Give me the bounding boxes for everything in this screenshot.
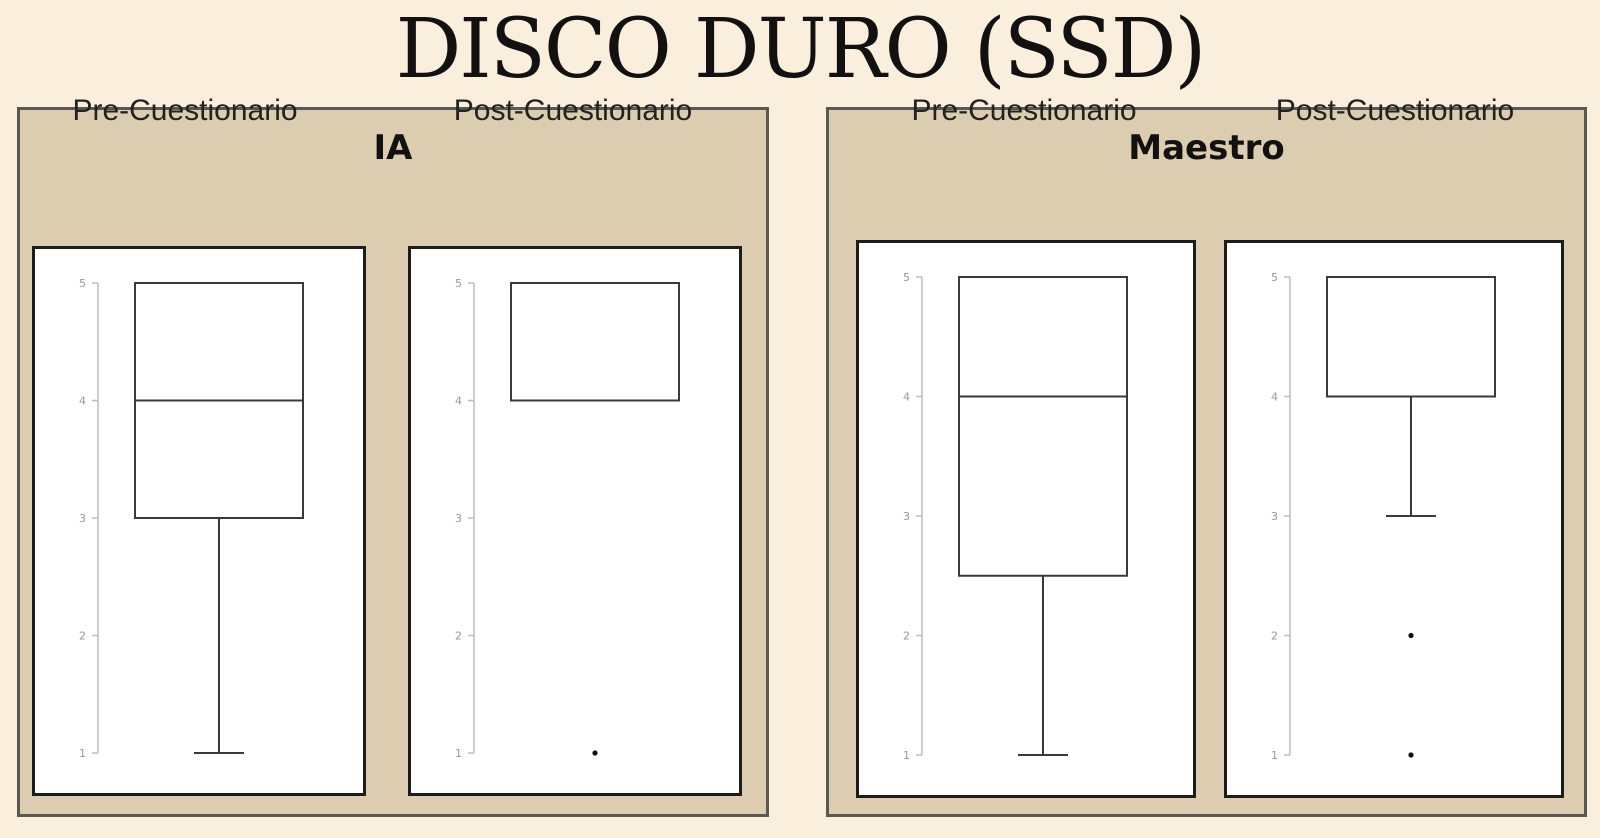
y-tick-label: 1 bbox=[79, 747, 86, 760]
y-tick-label: 4 bbox=[903, 391, 910, 404]
y-tick-label: 1 bbox=[903, 749, 910, 762]
iqr-box bbox=[1326, 276, 1496, 398]
y-tick-label: 3 bbox=[79, 512, 86, 525]
panel-title-ia-post: Post-Cuestionario bbox=[453, 94, 693, 127]
outlier-point bbox=[592, 750, 598, 756]
iqr-box bbox=[510, 282, 680, 402]
y-tick-label: 2 bbox=[455, 630, 462, 643]
outlier-point bbox=[1408, 752, 1414, 758]
y-tick-label: 1 bbox=[1271, 749, 1278, 762]
iqr-box bbox=[958, 276, 1128, 577]
boxplot-ia-pre: 1 2 3 4 5 bbox=[32, 246, 366, 796]
panel-title-maestro-post: Post-Cuestionario bbox=[1275, 94, 1515, 127]
y-tick-label: 5 bbox=[455, 277, 462, 290]
y-tick-label: 4 bbox=[79, 395, 86, 408]
y-tick-label: 4 bbox=[455, 395, 462, 408]
y-tick-label: 5 bbox=[79, 277, 86, 290]
panel-title-ia-pre: Pre-Cuestionario bbox=[72, 94, 298, 127]
group-title-maestro: Maestro bbox=[1128, 128, 1285, 168]
group-title-ia: IA bbox=[373, 128, 413, 168]
y-tick-label: 3 bbox=[1271, 510, 1278, 523]
y-tick-label: 5 bbox=[903, 271, 910, 284]
panel-title-maestro-pre: Pre-Cuestionario bbox=[911, 94, 1137, 127]
y-tick-label: 3 bbox=[455, 512, 462, 525]
y-tick-label: 2 bbox=[1271, 630, 1278, 643]
y-tick-label: 3 bbox=[903, 510, 910, 523]
y-tick-label: 5 bbox=[1271, 271, 1278, 284]
y-tick-label: 2 bbox=[903, 630, 910, 643]
boxplot-ia-post: 1 2 3 4 5 bbox=[408, 246, 742, 796]
page-title: DISCO DURO (SSD) bbox=[395, 2, 1207, 97]
boxplot-maestro-post: 1 2 3 4 5 bbox=[1224, 240, 1564, 798]
y-tick-label: 1 bbox=[455, 747, 462, 760]
y-tick-label: 2 bbox=[79, 630, 86, 643]
outlier-point bbox=[1408, 632, 1414, 639]
boxplot-maestro-pre: 1 2 3 4 5 bbox=[856, 240, 1196, 798]
y-tick-label: 4 bbox=[1271, 391, 1278, 404]
